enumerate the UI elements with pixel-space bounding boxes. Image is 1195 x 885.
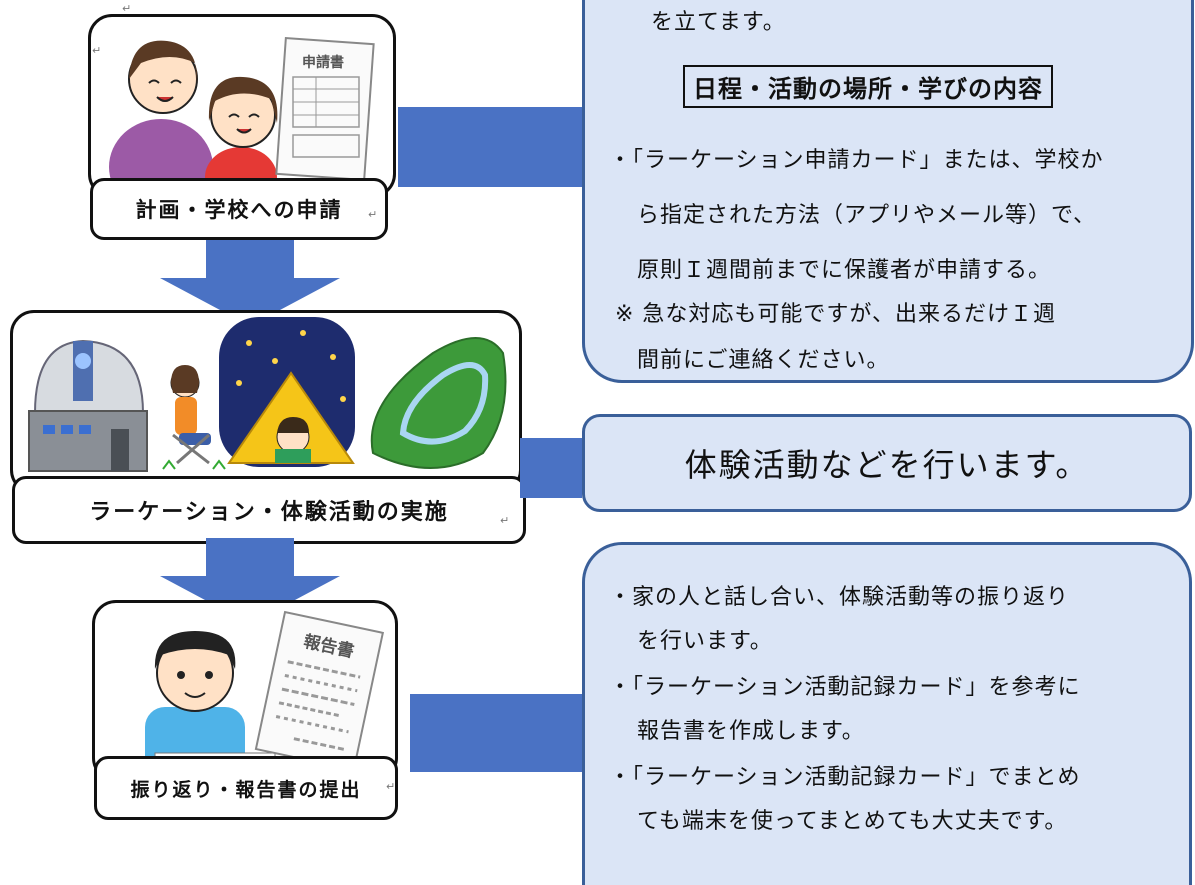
- connector-3: [410, 694, 582, 772]
- return-mark: ↵: [92, 44, 102, 57]
- planning-illustration: 申請書: [109, 37, 375, 195]
- panel3-line: ・「ラーケーション活動記録カード」でまとめ: [609, 765, 1081, 790]
- schedule-heading-text: 日程・活動の場所・学びの内容: [693, 75, 1043, 103]
- return-mark: ↵: [368, 208, 378, 221]
- panel1-line: ら指定された方法（アプリやメール等）で、: [637, 203, 1097, 228]
- step2-label: ラーケーション・体験活動の実施: [12, 476, 526, 544]
- panel3-line: ・「ラーケーション活動記録カード」を参考に: [609, 675, 1081, 700]
- panel1-top-text: を立てます。: [651, 10, 786, 35]
- form-title: 申請書: [302, 54, 344, 71]
- activity-panel: 体験活動などを行います。: [582, 414, 1192, 512]
- report-info-panel: ・家の人と話し合い、体験活動等の振り返り を行います。 ・「ラーケーション活動記…: [582, 542, 1192, 885]
- activity-panel-text: 体験活動などを行います。: [684, 446, 1090, 484]
- step3-label: 振り返り・報告書の提出: [94, 756, 398, 820]
- panel1-line: 間前にご連絡ください。: [637, 348, 890, 373]
- panel3-line: ても端末を使ってまとめても大丈夫です。: [637, 809, 1068, 834]
- panel3-line: 報告書を作成します。: [637, 719, 865, 744]
- girl-sitting-icon: [162, 365, 226, 470]
- return-mark: ↵: [500, 514, 510, 527]
- application-form-icon: 申請書: [275, 37, 375, 181]
- activities-illustration: [28, 317, 507, 472]
- report-document-icon: 報告書: [254, 610, 385, 771]
- observatory-icon: [28, 339, 148, 472]
- panel1-line: ※ 急な対応も可能ですが、出来るだけＩ週: [615, 302, 1056, 327]
- report-illustration: 報告書: [145, 610, 385, 777]
- schedule-heading-box: 日程・活動の場所・学びの内容: [683, 65, 1053, 108]
- panel1-line: ・「ラーケーション申請カード」または、学校か: [609, 148, 1104, 173]
- panel3-line: を行います。: [637, 629, 773, 654]
- step1-image-card: 申請書: [88, 14, 396, 198]
- step2-image-card: [10, 310, 522, 494]
- step1-label-text: 計画・学校への申請: [135, 198, 343, 222]
- step2-label-text: ラーケーション・体験活動の実施: [89, 500, 449, 525]
- connector-1: [398, 107, 583, 187]
- step1-label: 計画・学校への申請: [90, 178, 388, 240]
- down-arrow-1: [160, 240, 340, 326]
- step3-image-card: 報告書: [92, 600, 398, 782]
- panel1-line: 原則Ｉ週間前までに保護者が申請する。: [637, 258, 1052, 283]
- burial-mound-icon: [370, 337, 507, 469]
- panel3-line: ・家の人と話し合い、体験活動等の振り返り: [609, 585, 1070, 610]
- application-info-panel: を立てます。 日程・活動の場所・学びの内容 ・「ラーケーション申請カード」または…: [582, 0, 1194, 383]
- camping-tent-icon: [219, 317, 355, 467]
- mother-body: [109, 119, 213, 195]
- connector-2: [520, 438, 582, 498]
- return-mark: ↵: [122, 2, 132, 15]
- return-mark: ↵: [386, 780, 396, 793]
- step3-label-text: 振り返り・報告書の提出: [130, 778, 362, 801]
- mother-hair: [129, 40, 198, 83]
